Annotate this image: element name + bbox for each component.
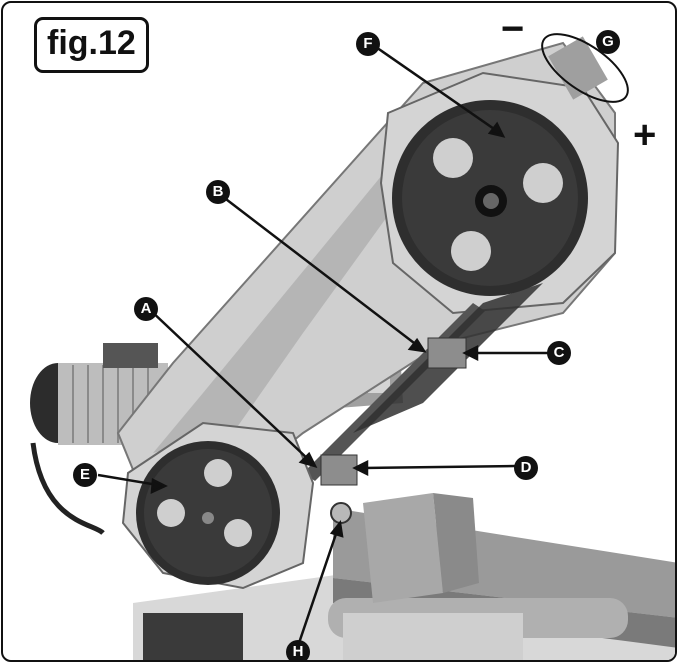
- callout-c: C: [547, 341, 571, 365]
- bandsaw-illustration: [30, 33, 675, 660]
- callout-a: A: [134, 297, 158, 321]
- callout-d: D: [514, 456, 538, 480]
- figure-label: fig.12: [34, 17, 149, 73]
- minus-sign: −: [501, 7, 525, 51]
- callout-g: G: [596, 30, 620, 54]
- callout-h: H: [286, 640, 310, 660]
- callout-f: F: [356, 32, 380, 56]
- plus-sign: +: [633, 113, 657, 157]
- callout-e: E: [73, 463, 97, 487]
- callout-b: B: [206, 180, 230, 204]
